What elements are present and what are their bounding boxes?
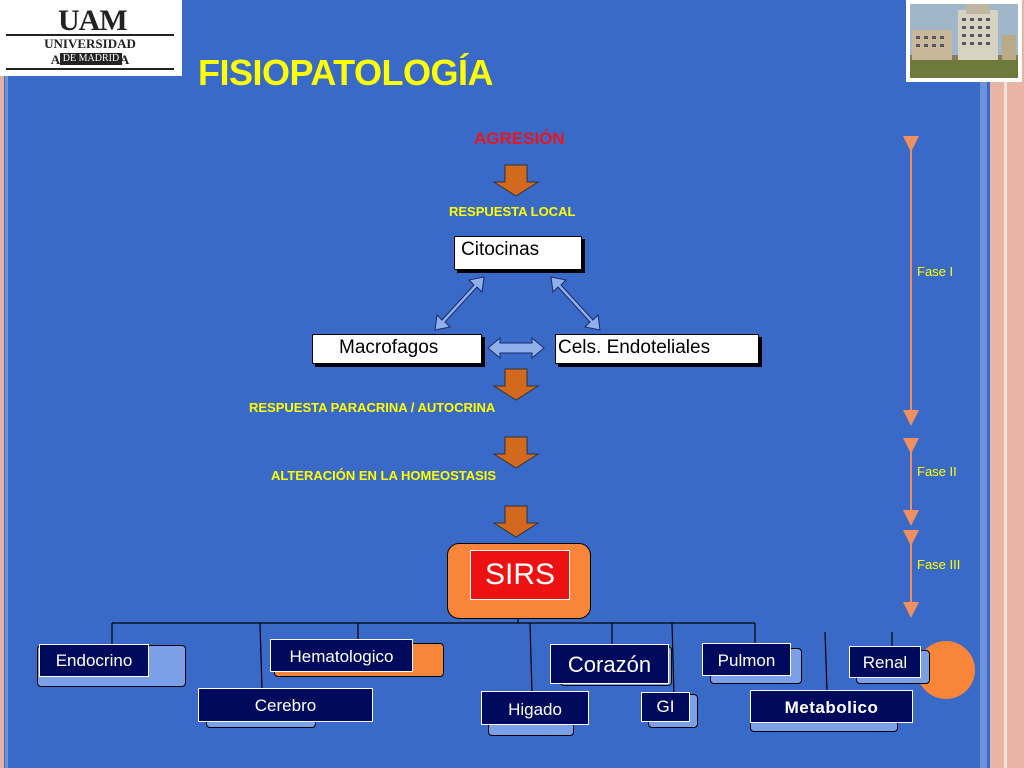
respuesta-local-label: RESPUESTA LOCAL <box>449 204 576 219</box>
respuesta-paracrina-label: RESPUESTA PARACRINA / AUTOCRINA <box>249 400 496 415</box>
endocrino-box: Endocrino <box>39 644 149 677</box>
double-arrows <box>434 276 601 360</box>
left-stripe <box>0 0 4 768</box>
page-title: FISIOPATOLOGÍA <box>198 52 494 93</box>
down-arrow-4 <box>492 505 540 538</box>
fase-1-label: Fase I <box>917 264 954 279</box>
alteracion-label: ALTERACIÓN EN LA HOMEOSTASIS <box>271 468 497 483</box>
fase-3-label: Fase III <box>917 557 961 572</box>
double-arrow-horizontal <box>487 336 545 360</box>
cerebro-box: Cerebro <box>198 688 373 722</box>
decorative-circle <box>917 641 975 699</box>
double-arrow-right-diag <box>550 276 601 331</box>
logo-madrid-text: DE MADRID <box>60 53 122 65</box>
citocinas-box: Citocinas <box>454 236 582 270</box>
down-arrow-2 <box>492 368 540 401</box>
university-logo: UAM UNIVERSIDAD AUTONOMA DE MADRID <box>0 0 182 76</box>
gi-box: GI <box>641 692 690 722</box>
left-stripe-blue <box>5 0 8 768</box>
down-arrow-1 <box>492 164 540 197</box>
renal-box: Renal <box>849 646 921 678</box>
corazon-box: Corazón <box>550 644 669 684</box>
hematologico-box: Hematologico <box>270 639 413 672</box>
right-stripe-thin <box>1004 0 1007 768</box>
logo-uam-text: UAM <box>58 4 128 37</box>
fase-2-label: Fase II <box>917 464 957 479</box>
organ-tree-lines <box>111 617 893 697</box>
pulmon-box: Pulmon <box>702 643 791 676</box>
metabolico-box: Metabolico <box>750 690 913 723</box>
sirs-box: SIRS <box>470 550 570 600</box>
cels-endoteliales-box: Cels. Endoteliales <box>555 334 759 364</box>
right-stripe-pink <box>990 0 1024 768</box>
macrofagos-box: Macrofagos <box>312 334 482 364</box>
double-arrow-left-diag <box>434 276 485 331</box>
higado-box: Higado <box>481 691 589 725</box>
hospital-building-image <box>910 4 1018 78</box>
down-arrows <box>492 164 540 538</box>
down-arrow-3 <box>492 436 540 469</box>
hospital-photo <box>906 0 1022 82</box>
right-stripe-blue <box>980 0 987 768</box>
agresion-label: AGRESIÓN <box>474 129 565 148</box>
